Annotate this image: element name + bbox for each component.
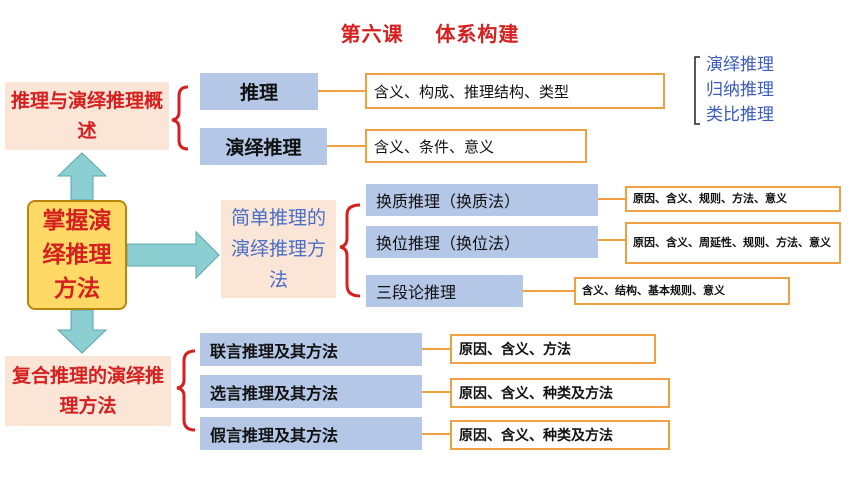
obversion-detail: 原因、含义、规则、方法、意义 [625,186,841,212]
type-item: 类比推理 [706,105,774,125]
hypothetical-node: 假言推理及其方法 [200,417,422,450]
reasoning-detail: 含义、构成、推理结构、类型 [365,73,665,109]
compound-reasoning-box: 复合推理的演绎推理方法 [5,356,171,426]
syllogism-node: 三段论推理 [366,275,523,307]
conjunctive-node: 联言推理及其方法 [200,333,422,366]
conversion-node: 换位推理（换位法） [366,226,598,258]
reasoning-types-list: 演绎推理 归纳推理 类比推理 [706,53,774,128]
arrow-right [126,230,220,280]
conjunctive-detail: 原因、含义、方法 [450,334,656,364]
syllogism-detail: 含义、结构、基本规则、意义 [574,277,790,305]
type-item: 归纳推理 [706,80,774,100]
bracket-types [694,56,700,125]
disjunctive-node: 选言推理及其方法 [200,375,422,408]
type-item: 演绎推理 [706,55,774,75]
bracket-top [171,85,189,151]
disjunctive-detail: 原因、含义、种类及方法 [450,378,670,408]
reasoning-node: 推理 [200,73,318,110]
overview-box: 推理与演绎推理概述 [5,82,169,150]
bracket-middle [339,203,361,298]
bracket-bottom [176,349,196,432]
page-title: 第六课 体系构建 [340,22,520,46]
simple-reasoning-box: 简单推理的演绎推理方法 [221,200,336,298]
hypothetical-detail: 原因、含义、种类及方法 [450,420,670,450]
arrow-up [56,152,108,201]
conversion-detail: 原因、含义、周延性、规则、方法、意义 [625,222,841,264]
center-topic: 掌握演绎推理方法 [27,200,127,310]
deductive-reasoning-node: 演绎推理 [200,128,327,165]
arrow-down [56,309,108,354]
obversion-node: 换质推理（换质法） [366,184,598,216]
deductive-reasoning-detail: 含义、条件、意义 [365,129,587,163]
